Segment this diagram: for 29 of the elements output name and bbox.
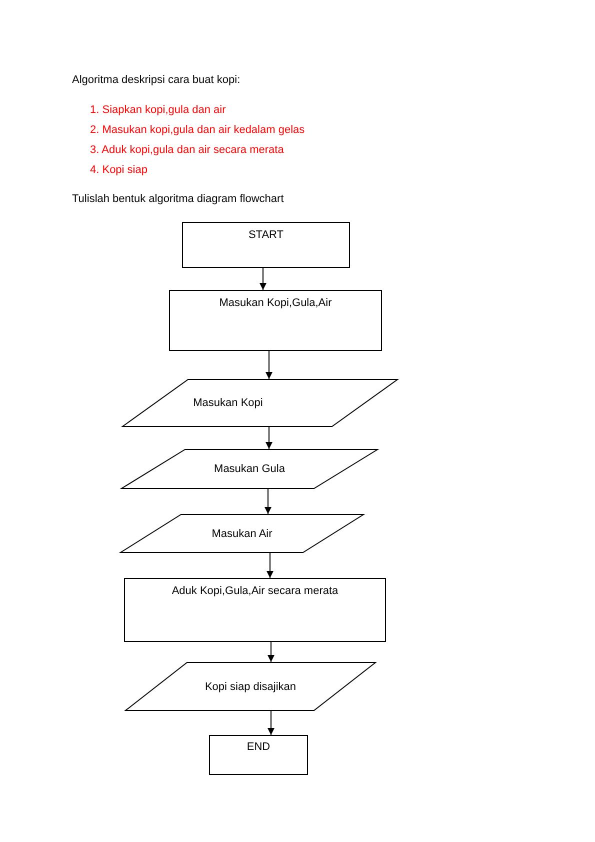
arrow xyxy=(268,642,274,662)
list-item-text: 4. Kopi siap xyxy=(90,163,148,177)
list-item-text: 2. Masukan kopi,gula dan air kedalam gelas xyxy=(90,123,305,137)
terminal-box xyxy=(182,222,350,268)
node-text: Aduk Kopi,Gula,Air secara merata xyxy=(172,584,338,598)
node-text: Masukan Gula xyxy=(214,462,285,476)
arrow xyxy=(266,350,272,380)
heading-text: Algoritma deskripsi cara buat kopi: xyxy=(72,73,240,87)
input-output-parallelogram xyxy=(122,379,398,427)
list-item-text: 3. Aduk kopi,gula dan air secara merata xyxy=(90,143,284,157)
list-item-text: 1. Siapkan kopi,gula dan air xyxy=(90,103,226,117)
input-output-parallelogram xyxy=(120,514,364,553)
node-text: END xyxy=(246,740,270,754)
node-text: Masukan Kopi,Gula,Air xyxy=(219,296,332,310)
arrow xyxy=(268,710,274,736)
instruction-text: Tulislah bentuk algoritma diagram flowchart xyxy=(72,192,284,206)
input-output-parallelogram xyxy=(121,449,378,489)
terminal-box xyxy=(209,735,308,775)
input-output-parallelogram xyxy=(125,662,376,711)
process-box xyxy=(169,290,382,351)
arrow xyxy=(266,426,272,450)
node-text: Masukan Kopi xyxy=(193,396,263,410)
node-text: START xyxy=(248,228,284,242)
arrow xyxy=(266,552,274,578)
node-text: Masukan Air xyxy=(212,526,272,540)
arrow xyxy=(260,268,266,290)
arrow xyxy=(264,488,272,514)
process-box xyxy=(124,578,386,642)
node-text: Kopi siap disajikan xyxy=(204,680,296,694)
